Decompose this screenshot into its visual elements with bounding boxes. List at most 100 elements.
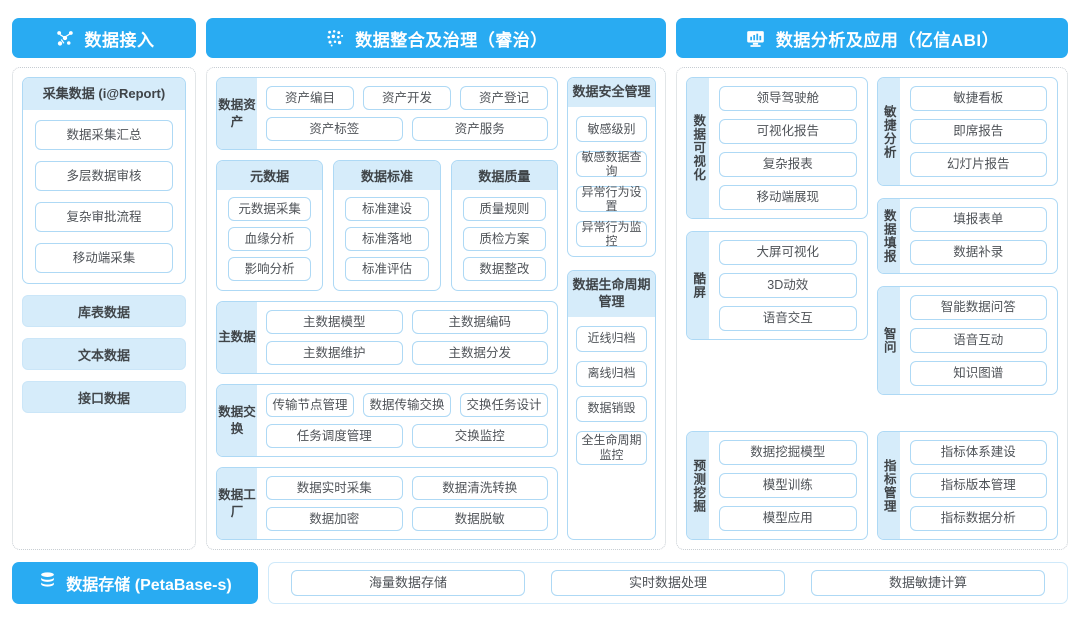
header-data-governance[interactable]: 数据整合及治理（睿治） [206, 18, 666, 58]
chip-item[interactable]: 领导驾驶舱 [719, 86, 857, 111]
chip-item[interactable]: 敏感级别 [576, 115, 647, 142]
chip-item[interactable]: 海量数据存储 [291, 570, 525, 596]
group-row: 资产编目 资产开发 资产登记 [266, 86, 548, 110]
group-items: 指标体系建设 指标版本管理 指标数据分析 [900, 432, 1058, 539]
chip-item[interactable]: 指标体系建设 [909, 440, 1047, 465]
chip-item[interactable]: 质量规则 [462, 197, 546, 221]
source-item[interactable]: 库表数据 [22, 295, 186, 328]
chip-item[interactable]: 主数据维护 [266, 341, 403, 365]
chip-item[interactable]: 资产登记 [460, 86, 548, 110]
chip-item[interactable]: 移动端采集 [35, 243, 173, 274]
chip-item[interactable]: 数据敏捷计算 [811, 570, 1045, 596]
source-item[interactable]: 接口数据 [22, 381, 186, 414]
column-data-ingestion: 采集数据 (i@Report) 数据采集汇总 多层数据审核 复杂审批流程 移动端… [12, 67, 196, 550]
chip-item[interactable]: 数据脱敏 [411, 507, 548, 531]
header-data-analysis[interactable]: 数据分析及应用（亿信ABI） [676, 18, 1068, 58]
group-label: 敏捷分析 [877, 78, 900, 185]
chip-item[interactable]: 大屏可视化 [719, 240, 857, 265]
header-data-ingestion[interactable]: 数据接入 [12, 18, 196, 58]
group-label: 酷屏 [687, 232, 709, 339]
group-cool-screen: 酷屏 大屏可视化 3D动效 语音交互 [686, 231, 868, 340]
sub-panel-items: 标准建设 标准落地 标准评估 [334, 190, 439, 290]
chip-item[interactable]: 多层数据审核 [35, 161, 173, 192]
chip-item[interactable]: 移动端展现 [719, 185, 857, 210]
chip-item[interactable]: 主数据分发 [411, 341, 548, 365]
chip-item[interactable]: 主数据编码 [411, 310, 548, 334]
group-items: 大屏可视化 3D动效 语音交互 [709, 232, 867, 339]
chip-item[interactable]: 数据销毁 [576, 395, 647, 422]
group-items: 领导驾驶舱 可视化报告 复杂报表 移动端展现 [709, 78, 867, 218]
chip-item[interactable]: 数据实时采集 [266, 476, 403, 500]
chip-item[interactable]: 数据整改 [462, 257, 546, 281]
sub-panel-title: 元数据 [217, 161, 323, 190]
group-label: 数据资产 [217, 78, 257, 149]
chip-item[interactable]: 复杂报表 [719, 152, 857, 177]
group-items: 数据挖掘模型 模型训练 模型应用 [709, 432, 867, 539]
chip-item[interactable]: 资产标签 [266, 117, 403, 141]
chip-item[interactable]: 影响分析 [228, 257, 312, 281]
group-label: 指标管理 [877, 432, 900, 539]
chip-item[interactable]: 数据清洗转换 [411, 476, 548, 500]
chip-item[interactable]: 敏感数据查询 [576, 150, 647, 178]
chip-item[interactable]: 填报表单 [909, 207, 1047, 232]
chip-item[interactable]: 离线归档 [576, 360, 647, 387]
chip-item[interactable]: 智能数据问答 [909, 295, 1047, 320]
source-item[interactable]: 文本数据 [22, 338, 186, 371]
group-agile-analysis: 敏捷分析 敏捷看板 即席报告 幻灯片报告 [876, 77, 1058, 186]
chip-item[interactable]: 敏捷看板 [909, 86, 1047, 111]
chip-item[interactable]: 异常行为设置 [576, 185, 647, 213]
dots-cluster-icon [324, 27, 346, 49]
chip-item[interactable]: 标准建设 [345, 197, 429, 221]
chip-item[interactable]: 资产开发 [363, 86, 451, 110]
chip-item[interactable]: 语音交互 [719, 306, 857, 331]
chip-item[interactable]: 幻灯片报告 [909, 152, 1047, 177]
monitor-chart-icon [745, 27, 767, 49]
chip-item[interactable]: 模型应用 [719, 506, 857, 531]
chip-item[interactable]: 近线归档 [576, 325, 647, 352]
chip-item[interactable]: 交换监控 [411, 424, 548, 448]
chip-item[interactable]: 语音互动 [909, 328, 1047, 353]
column-data-analysis: 数据可视化 领导驾驶舱 可视化报告 复杂报表 移动端展现 酷屏 大屏可视化 3D… [676, 67, 1068, 550]
chip-item[interactable]: 数据挖掘模型 [719, 440, 857, 465]
chip-item[interactable]: 可视化报告 [719, 119, 857, 144]
chip-item[interactable]: 全生命周期监控 [576, 430, 647, 465]
card-title: 数据安全管理 [568, 78, 655, 107]
chip-item[interactable]: 任务调度管理 [266, 424, 403, 448]
chip-item[interactable]: 质检方案 [462, 227, 546, 251]
ingestion-source-list: 库表数据 文本数据 接口数据 [22, 295, 186, 414]
chip-item[interactable]: 即席报告 [909, 119, 1047, 144]
chip-item[interactable]: 资产服务 [411, 117, 548, 141]
card-data-lifecycle: 数据生命周期管理 近线归档 离线归档 数据销毁 全生命周期监控 [567, 269, 656, 540]
header-title: 数据接入 [84, 30, 155, 50]
group-metric-management: 指标管理 指标体系建设 指标版本管理 指标数据分析 [876, 431, 1058, 540]
chip-item[interactable]: 元数据采集 [228, 197, 312, 221]
storage-header[interactable]: 数据存储 (PetaBase-s) [12, 562, 258, 604]
group-items: 智能数据问答 语音互动 知识图谱 [900, 287, 1058, 394]
chip-item[interactable]: 知识图谱 [909, 361, 1047, 386]
chip-item[interactable]: 数据加密 [266, 507, 403, 531]
chip-item[interactable]: 数据传输交换 [363, 393, 451, 417]
nodes-network-icon [54, 27, 76, 49]
chip-item[interactable]: 主数据模型 [266, 310, 403, 334]
chip-item[interactable]: 3D动效 [719, 273, 857, 298]
chip-item[interactable]: 血缘分析 [228, 227, 312, 251]
chip-item[interactable]: 模型训练 [719, 473, 857, 498]
storage-title: 数据存储 (PetaBase-s) [66, 577, 232, 594]
chip-item[interactable]: 指标版本管理 [909, 473, 1047, 498]
database-stack-icon [38, 571, 57, 595]
chip-item[interactable]: 实时数据处理 [551, 570, 785, 596]
chip-item[interactable]: 交换任务设计 [460, 393, 548, 417]
group-label: 智问 [877, 287, 900, 394]
analysis-left-half: 数据可视化 领导驾驶舱 可视化报告 复杂报表 移动端展现 酷屏 大屏可视化 3D… [686, 77, 868, 540]
chip-item[interactable]: 指标数据分析 [909, 506, 1047, 531]
group-data-exchange: 数据交换 传输节点管理 数据传输交换 交换任务设计 任务调度管理 交换监控 [216, 384, 558, 457]
chip-item[interactable]: 复杂审批流程 [35, 202, 173, 233]
chip-item[interactable]: 标准落地 [345, 227, 429, 251]
chip-item[interactable]: 标准评估 [345, 257, 429, 281]
chip-item[interactable]: 异常行为监控 [576, 220, 647, 248]
chip-item[interactable]: 数据补录 [909, 240, 1047, 265]
chip-item[interactable]: 传输节点管理 [266, 393, 354, 417]
chip-item[interactable]: 资产编目 [266, 86, 354, 110]
governance-side: 数据安全管理 敏感级别 敏感数据查询 异常行为设置 异常行为监控 数据生命周期管… [567, 77, 656, 540]
chip-item[interactable]: 数据采集汇总 [35, 120, 173, 151]
